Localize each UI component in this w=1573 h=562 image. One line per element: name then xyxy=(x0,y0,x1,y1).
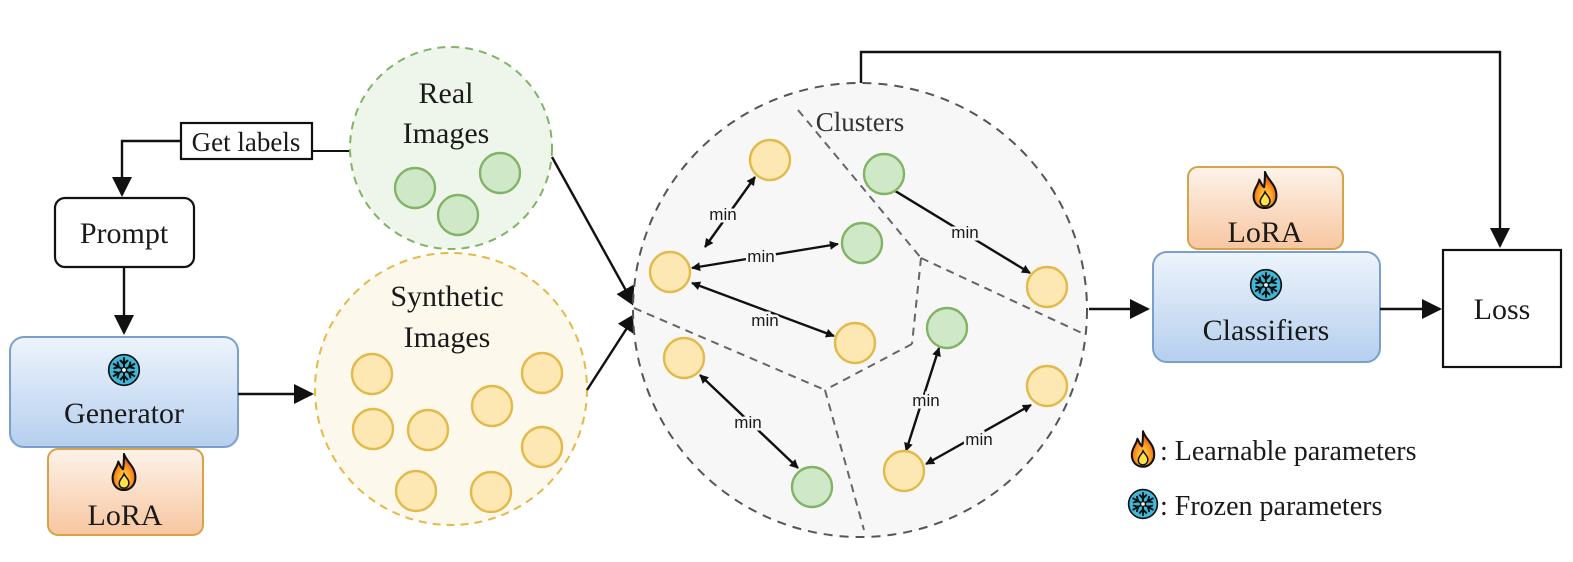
synthetic-sample xyxy=(350,352,394,396)
min-label: min xyxy=(747,247,774,266)
min-arrow xyxy=(704,176,756,248)
clusters-group: Clusters min min min min min min min xyxy=(632,82,1088,538)
classifier-lora-box: LoRA xyxy=(1187,166,1344,250)
synthetic-node xyxy=(1025,265,1069,309)
legend-frozen: : Frozen parameters xyxy=(1160,491,1382,522)
min-label: min xyxy=(709,205,736,224)
get-labels-label: Get labels xyxy=(192,127,301,157)
min-label: min xyxy=(965,430,992,449)
min-label: min xyxy=(734,413,761,432)
synthetic-sample xyxy=(394,469,438,513)
labels-to-prompt-arrow xyxy=(112,139,181,197)
synthetic-node xyxy=(748,138,792,182)
min-arrow xyxy=(691,240,839,272)
real-node xyxy=(925,306,969,350)
synthetic-node xyxy=(882,449,926,493)
real-images-label-line2: Images xyxy=(403,117,490,150)
synthetic-images-label-line1: Synthetic xyxy=(390,280,503,313)
real-sample xyxy=(478,151,522,195)
snowflake-icon xyxy=(1251,270,1282,301)
real-images-label-line1: Real xyxy=(419,77,474,110)
synthetic-images-label-line2: Images xyxy=(404,321,491,354)
clusters-label: Clusters xyxy=(816,107,905,137)
lora-label: LoRA xyxy=(88,499,163,532)
synthetic-node xyxy=(833,321,877,365)
cluster-divider xyxy=(824,389,865,531)
synthetic-to-clusters-arrow xyxy=(585,312,638,391)
classifiers-box: Classifiers xyxy=(1152,251,1381,363)
synthetic-node xyxy=(648,250,692,294)
min-arrow xyxy=(904,347,941,452)
legend: : Learnable parameters : Frozen paramete… xyxy=(1129,430,1417,522)
real-to-clusters-arrow xyxy=(550,156,636,307)
clusters-to-loss-arrow xyxy=(859,50,1510,248)
real-sample xyxy=(436,193,480,237)
real-node xyxy=(862,152,906,196)
prompt-box: Prompt xyxy=(53,196,196,269)
real-node xyxy=(790,465,834,509)
cluster-divider xyxy=(824,343,913,391)
fire-icon xyxy=(1130,430,1156,468)
snowflake-icon xyxy=(109,355,140,386)
min-arrow xyxy=(699,374,799,469)
min-label: min xyxy=(751,311,778,330)
loss-label: Loss xyxy=(1474,293,1531,326)
snowflake-icon xyxy=(1129,490,1158,519)
min-arrow xyxy=(886,184,1031,275)
synthetic-images-group: Synthetic Images xyxy=(314,252,588,526)
loss-box: Loss xyxy=(1441,248,1563,369)
min-label: min xyxy=(951,223,978,242)
legend-learnable: : Learnable parameters xyxy=(1160,436,1417,467)
synthetic-node xyxy=(662,336,706,380)
generator-label: Generator xyxy=(64,397,184,430)
synthetic-sample xyxy=(520,351,564,395)
classifiers-label: Classifiers xyxy=(1203,314,1330,347)
synthetic-sample xyxy=(406,408,450,452)
get-labels-box: Get labels xyxy=(179,121,314,161)
lora-label: LoRA xyxy=(1228,216,1303,249)
synthetic-sample xyxy=(469,470,513,514)
real-node xyxy=(840,221,884,265)
generator-lora-box: LoRA xyxy=(47,448,204,536)
min-arrow xyxy=(691,281,835,338)
synthetic-sample xyxy=(520,425,564,469)
prompt-label: Prompt xyxy=(80,217,169,250)
real-images-group: Real Images xyxy=(349,46,553,250)
min-arrow xyxy=(925,403,1032,466)
synthetic-node xyxy=(1025,364,1069,408)
min-label: min xyxy=(912,391,939,410)
real-sample xyxy=(393,166,437,210)
synthetic-sample xyxy=(470,384,514,428)
synthetic-sample xyxy=(351,407,395,451)
generator-box: Generator xyxy=(9,336,239,448)
